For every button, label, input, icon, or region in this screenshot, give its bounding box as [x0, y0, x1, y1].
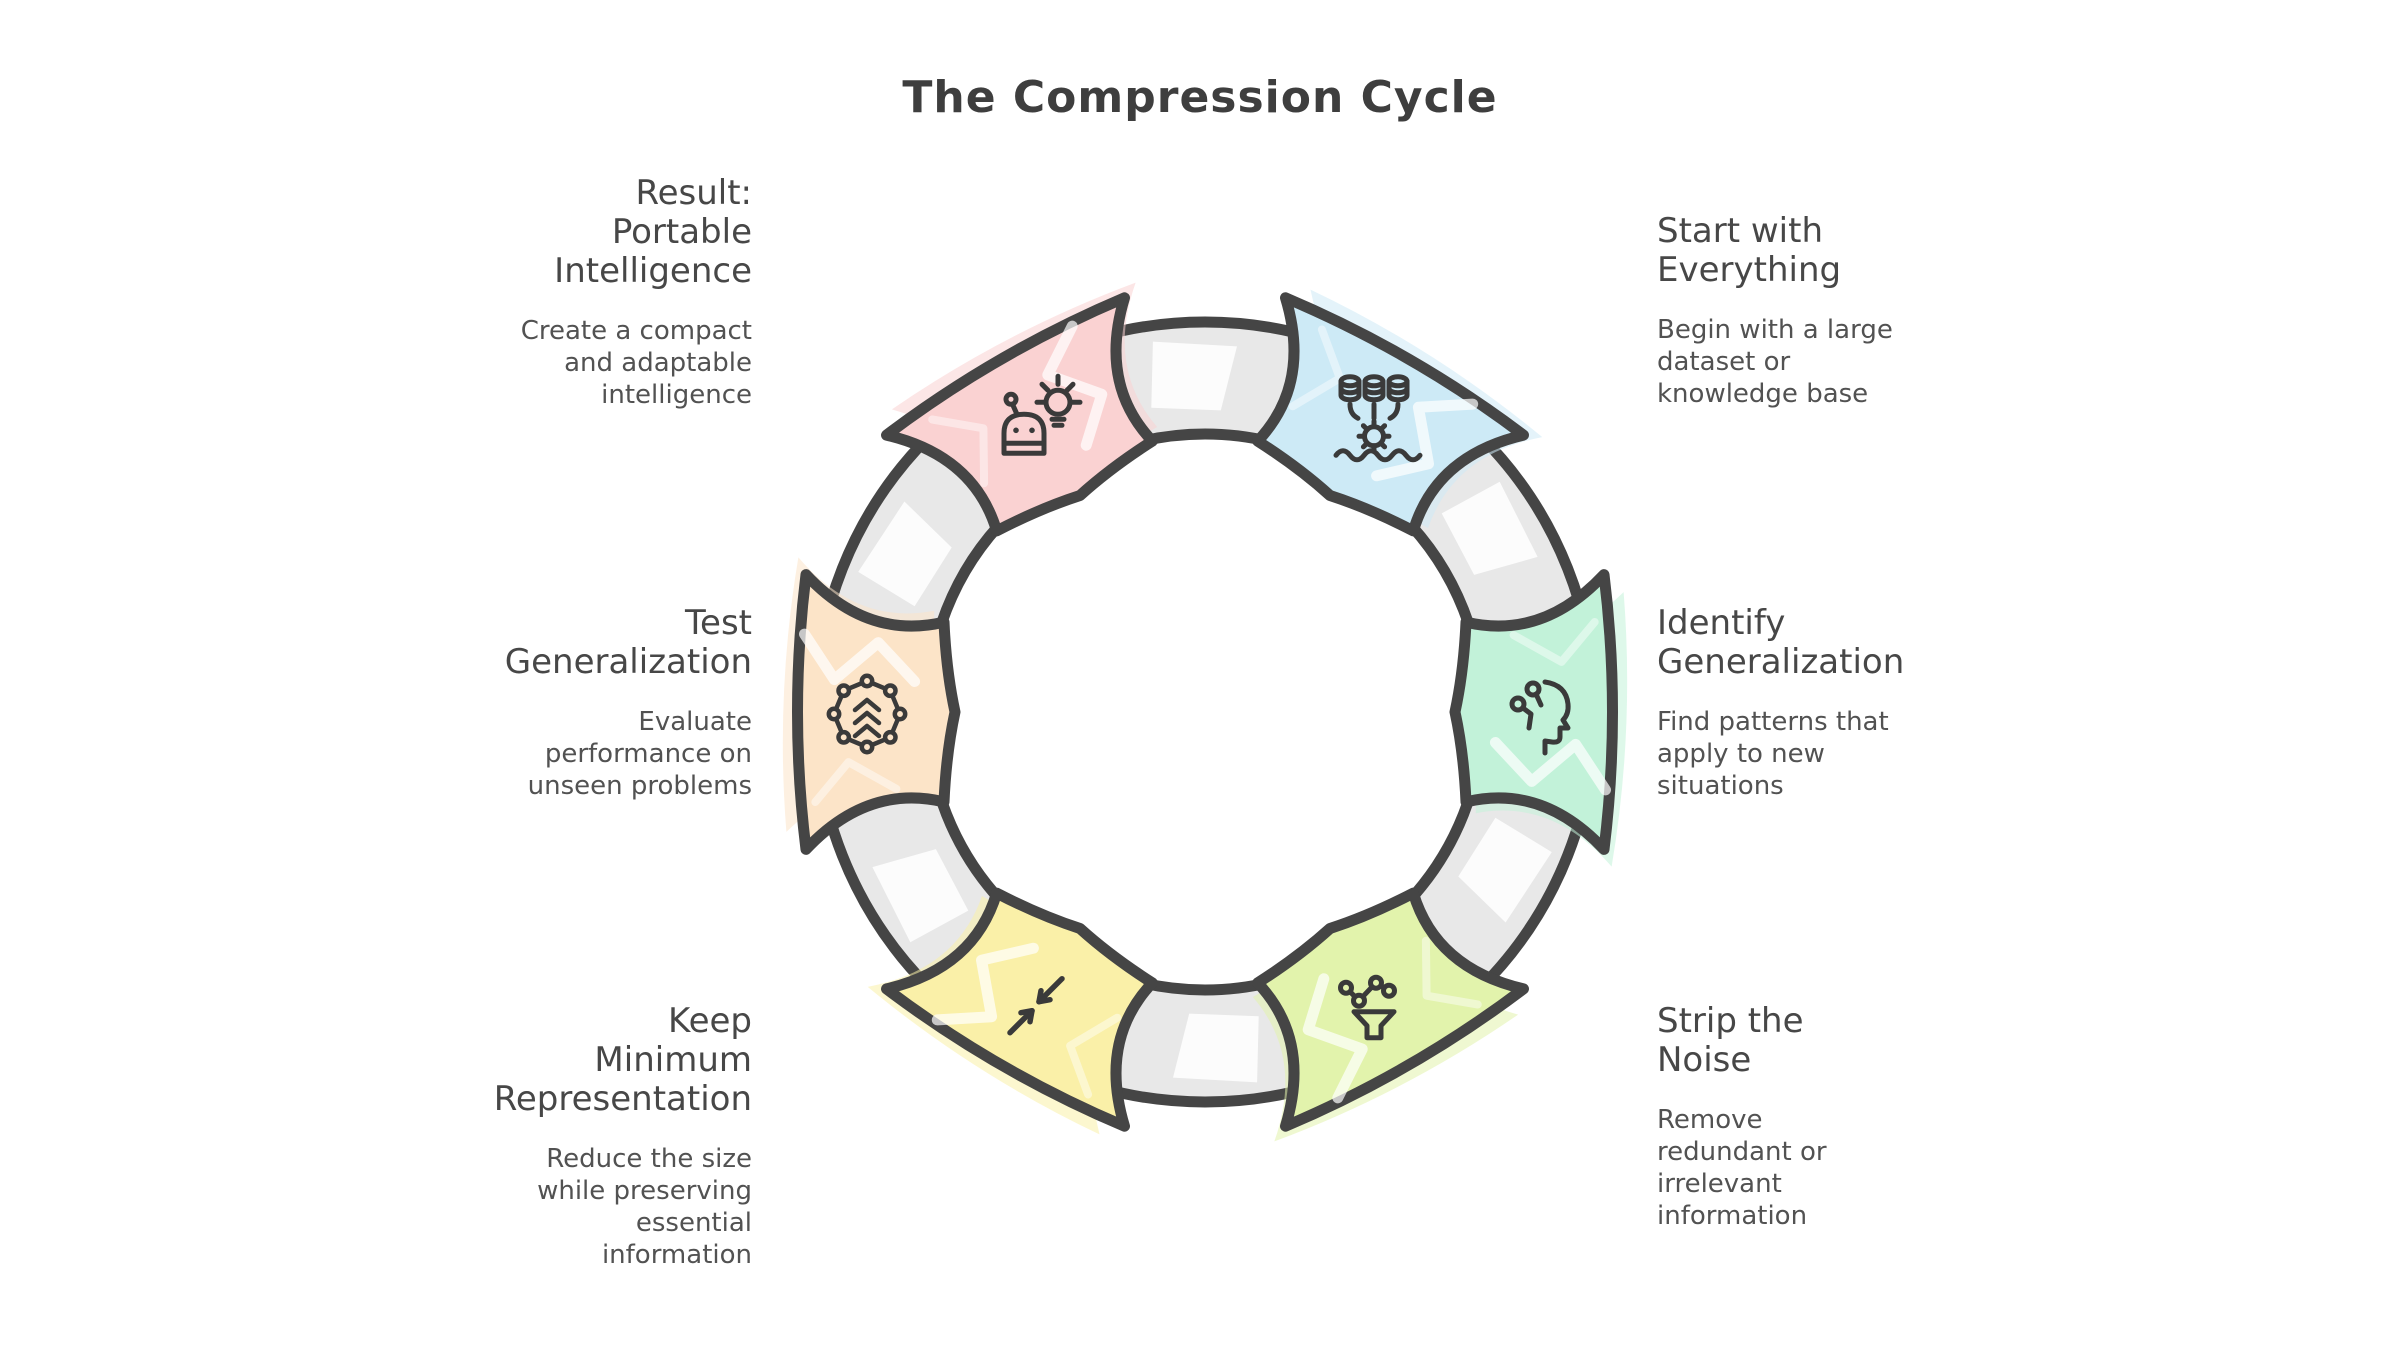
segment-identify-generalization: [1449, 569, 1618, 855]
step-label-test-generalization: Test Generalization: [504, 603, 752, 682]
step-desc-identify-generalization: Find patterns that apply to new situatio…: [1657, 707, 1889, 801]
segment-keep-minimum-representation: [881, 887, 1158, 1132]
node-network-icon: [829, 676, 905, 752]
page-title: The Compression Cycle: [902, 72, 1498, 123]
step-label-keep-minimum-representation: Keep Minimum Representation: [493, 1001, 752, 1119]
segment-start-with-everything: [1252, 292, 1529, 537]
step-desc-result-portable-intelligence: Create a compact and adaptable intellige…: [520, 316, 752, 410]
step-label-start-with-everything: Start with Everything: [1657, 211, 1842, 290]
step-text-result-portable-intelligence: Result: Portable Intelligence Create a c…: [290, 174, 752, 411]
step-desc-test-generalization: Evaluate performance on unseen problems: [527, 707, 752, 801]
step-desc-strip-the-noise: Remove redundant or irrelevant informati…: [1657, 1105, 1827, 1231]
step-text-identify-generalization: Identify Generalization Find patterns th…: [1657, 604, 2127, 802]
step-text-start-with-everything: Start with Everything Begin with a large…: [1657, 212, 2127, 410]
step-text-strip-the-noise: Strip the Noise Remove redundant or irre…: [1657, 1002, 2127, 1232]
step-text-keep-minimum-representation: Keep Minimum Representation Reduce the s…: [290, 1002, 752, 1271]
step-label-result-portable-intelligence: Result: Portable Intelligence: [554, 173, 752, 291]
step-label-strip-the-noise: Strip the Noise: [1657, 1001, 1804, 1080]
step-desc-keep-minimum-representation: Reduce the size while preserving essenti…: [537, 1144, 752, 1270]
segment-test-generalization: [792, 569, 961, 855]
step-label-identify-generalization: Identify Generalization: [1657, 603, 1905, 682]
step-desc-start-with-everything: Begin with a large dataset or knowledge …: [1657, 315, 1893, 409]
step-text-test-generalization: Test Generalization Evaluate performance…: [290, 604, 752, 802]
